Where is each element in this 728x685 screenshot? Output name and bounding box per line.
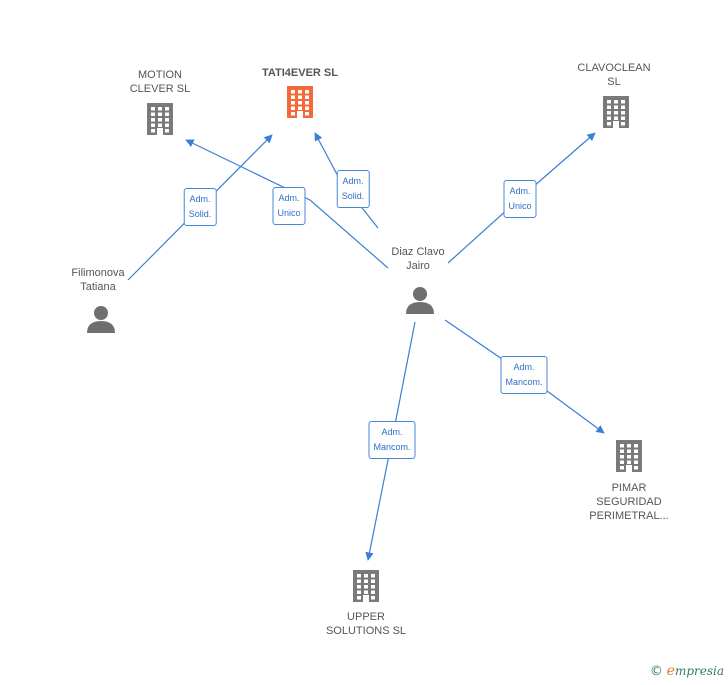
- person-icon[interactable]: [406, 287, 434, 314]
- building-icon[interactable]: [147, 103, 173, 135]
- node-label-filimonova[interactable]: Filimonova Tatiana: [71, 267, 125, 293]
- empresia-logo: © empresia: [649, 663, 724, 679]
- edge-label-diaz-upper[interactable]: Adm. Mancom.: [368, 421, 416, 459]
- node-label-upper[interactable]: UPPER SOLUTIONS SL: [325, 611, 407, 637]
- node-label-pimar[interactable]: PIMAR SEGURIDAD PERIMETRAL...: [589, 482, 669, 522]
- building-icon[interactable]: [616, 440, 642, 472]
- edge-label-diaz-motion[interactable]: Adm. Unico: [272, 187, 306, 225]
- node-label-diaz[interactable]: Diaz Clavo Jairo: [391, 246, 445, 272]
- building-icon[interactable]: [353, 570, 379, 602]
- person-icon[interactable]: [87, 306, 115, 333]
- node-label-clavo[interactable]: CLAVOCLEAN SL: [577, 62, 651, 88]
- edge-label-filimonova-tati[interactable]: Adm. Solid.: [183, 188, 217, 226]
- building-icon[interactable]: [287, 86, 313, 118]
- node-label-tati[interactable]: TATI4EVER SL: [262, 67, 338, 79]
- building-icon[interactable]: [603, 96, 629, 128]
- edge-label-diaz-clavo[interactable]: Adm. Unico: [503, 180, 537, 218]
- edge-label-diaz-pimar[interactable]: Adm. Mancom.: [500, 356, 548, 394]
- edge-diaz-motion: [185, 139, 389, 269]
- edge-label-diaz-tati[interactable]: Adm. Solid.: [336, 170, 370, 208]
- node-label-motion[interactable]: MOTION CLEVER SL: [129, 69, 191, 95]
